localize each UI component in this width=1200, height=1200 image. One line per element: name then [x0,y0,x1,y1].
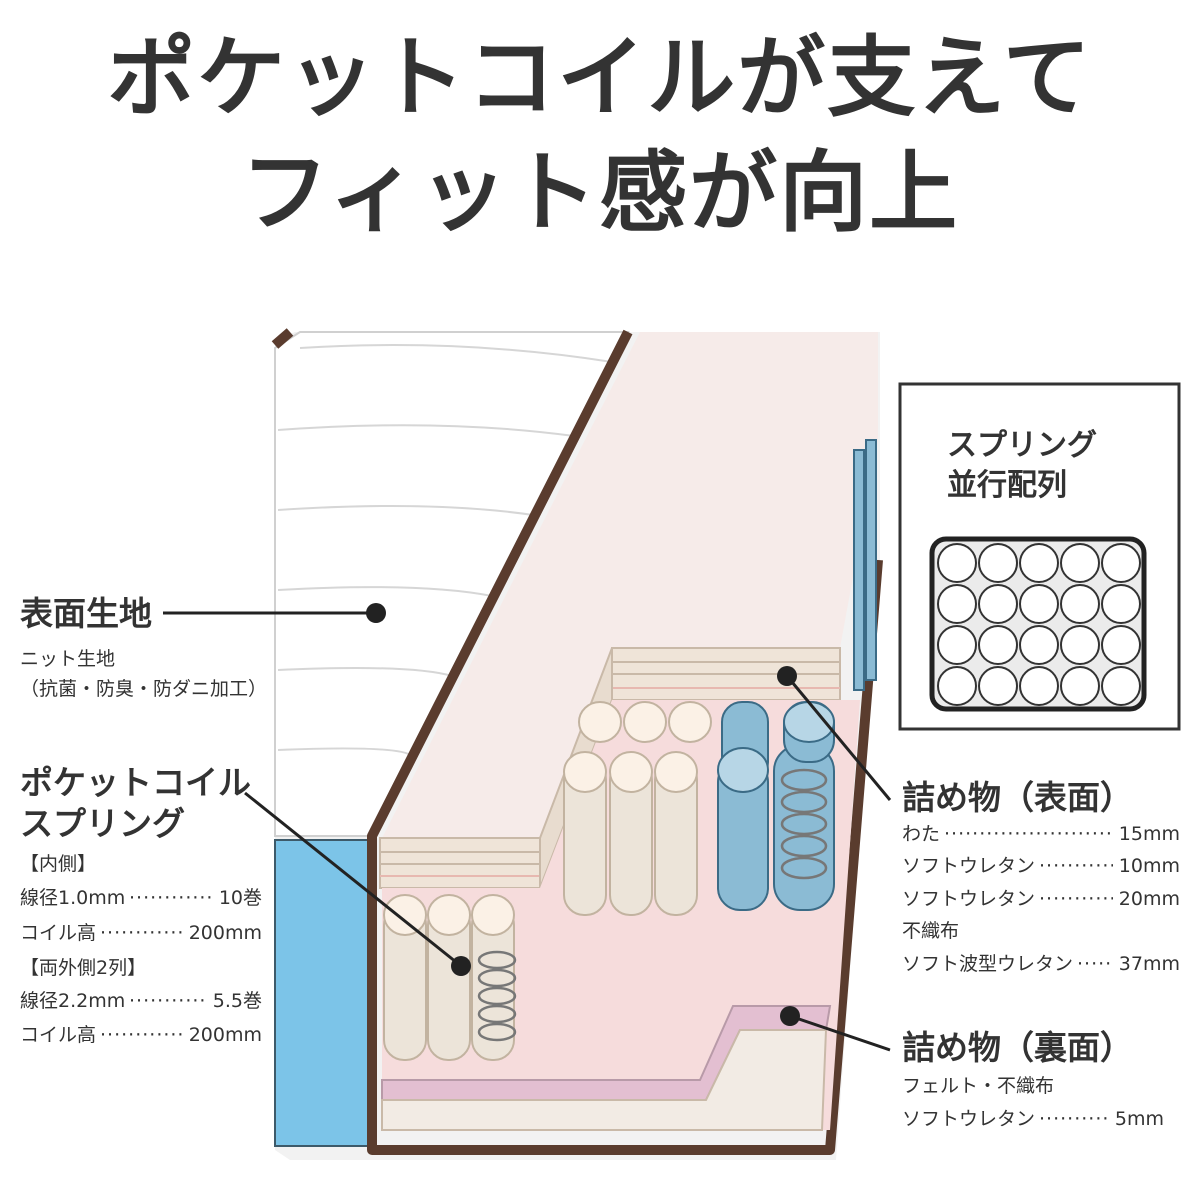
spring-circle [978,543,1018,583]
spring-circle [1101,625,1141,665]
surface-line-2: （抗菌・防臭・防ダニ加工） [20,678,268,700]
arrangement-title-1: スプリング [947,428,1097,463]
spec-name: わた [902,823,941,845]
dot-leader: ········································… [129,887,213,909]
spring-circle [937,584,977,624]
spring-circle [1060,543,1100,583]
spec-value: 10巻 [218,887,262,909]
arrangement-title-2: 並行配列 [947,468,1067,503]
frame-outline [367,329,883,1155]
fabric-stitches [277,344,613,757]
title-line-1: ポケットコイルが支えて [107,26,1093,129]
spec-name: ソフトウレタン [902,855,1036,877]
spec-value: 37mm [1118,953,1180,975]
arrangement-circles [937,543,1141,706]
spec-name: ソフト波型ウレタン [902,953,1074,975]
spring-circle [1101,584,1141,624]
spec-name: 線径1.0mm [20,887,126,909]
spring-circle [1060,666,1100,706]
dot-leader: ········································… [1039,855,1113,877]
spring-circle [1019,666,1059,706]
surface-heading: 表面生地 [20,594,152,633]
dot-leader: ········································… [1039,1108,1109,1130]
spec-value: 5.5巻 [212,990,262,1012]
spring-circle [1060,584,1100,624]
spring-circle [1019,625,1059,665]
spec-name: コイル高 [20,1024,97,1046]
coil-inner-label: 【内側】 [20,853,97,875]
spring-circle [1101,543,1141,583]
spec-name: 不織布 [902,920,960,942]
dot-leader: ········································… [944,823,1113,845]
spring-circle [937,543,977,583]
coil-heading-2: スプリング [20,804,185,843]
title-line-2: フィット感が向上 [240,141,960,244]
dot-leader: ········································… [1039,888,1113,910]
dot-leader: ········································… [1077,953,1113,975]
spring-circle [937,625,977,665]
spec-name: 線径2.2mm [20,990,126,1012]
spring-circle [1019,584,1059,624]
spring-circle [1060,625,1100,665]
spring-circle [1019,543,1059,583]
dot-leader: ········································… [129,990,207,1012]
leader-lines [163,611,892,1052]
spec-value: 10mm [1118,855,1180,877]
filling-bottom-heading: 詰め物（裏面） [902,1028,1133,1067]
marker-dots [366,603,800,1026]
spring-circle [937,666,977,706]
spring-circle [978,584,1018,624]
spring-circle [978,625,1018,665]
surface-line-1: ニット生地 [20,648,116,670]
spring-circle [978,666,1018,706]
spec-value: 5mm [1114,1108,1164,1130]
spec-name: フェルト・不織布 [902,1075,1055,1097]
filling-top-heading: 詰め物（表面） [902,778,1133,817]
spec-value: 20mm [1118,888,1180,910]
coils-front [383,894,515,1061]
coil-outer-label: 【両外側2列】 [20,957,147,979]
side-coil-edge [853,439,877,691]
dot-leader: ········································… [100,1024,183,1046]
spec-value: 200mm [188,1024,262,1046]
spec-name: ソフトウレタン [902,888,1036,910]
coil-heading-1: ポケットコイル [20,763,251,802]
spec-value: 15mm [1118,823,1180,845]
arrangement-grid [929,536,1147,712]
spec-name: ソフトウレタン [902,1108,1036,1130]
coil-springs [477,768,828,1042]
spring-circle [1101,666,1141,706]
dot-leader: ········································… [100,922,183,944]
coils-back [563,701,712,916]
top-cushion [382,332,878,838]
spec-value: 200mm [188,922,262,944]
spec-name: コイル高 [20,922,97,944]
